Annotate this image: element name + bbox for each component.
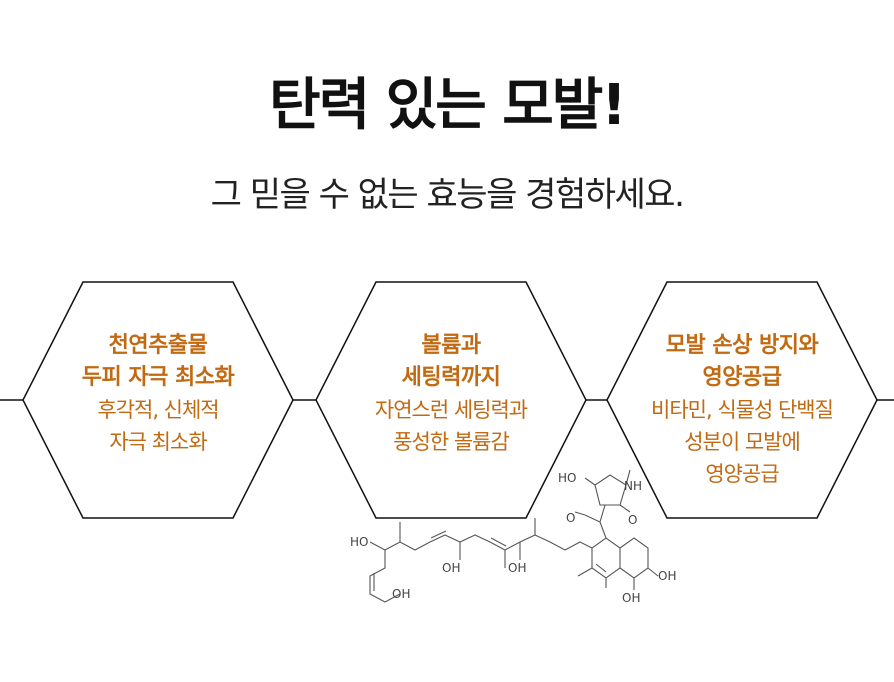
- molecule-label-ho-top: HO: [558, 471, 576, 485]
- molecule-label-oh-2: OH: [508, 561, 526, 575]
- hexagon-row: [0, 281, 894, 519]
- page-title: 탄력 있는 모발!: [269, 73, 627, 138]
- feature-2-heading-line-1: 볼륨과: [421, 333, 481, 358]
- molecule-label-nh: NH: [624, 479, 642, 493]
- feature-1: 천연추출물 두피 자극 최소화 후각적, 신체적 자극 최소화: [38, 330, 278, 458]
- feature-2-body-line-1: 자연스런 세팅력과: [374, 398, 528, 422]
- feature-3-heading-line-2: 영양공급: [702, 365, 782, 390]
- molecule-label-oh-4: OH: [622, 591, 640, 605]
- molecule-label-o-left: O: [566, 511, 575, 525]
- feature-3-body-line-1: 비타민, 식물성 단백질: [651, 398, 834, 422]
- molecule-label-oh-1: OH: [442, 561, 460, 575]
- feature-2: 볼륨과 세팅력까지 자연스런 세팅력과 풍성한 볼륨감: [331, 330, 571, 458]
- molecule-illustration: HO NH O O HO OH OH OH OH OH: [350, 469, 676, 605]
- feature-1-heading-line-1: 천연추출물: [108, 333, 208, 358]
- feature-3-heading-line-1: 모발 손상 방지와: [665, 333, 819, 358]
- molecule-label-oh-3: OH: [658, 569, 676, 583]
- molecule-bonds: [369, 469, 659, 603]
- feature-2-heading-line-2: 세팅력까지: [401, 365, 501, 390]
- feature-1-heading-line-2: 두피 자극 최소화: [81, 365, 235, 390]
- molecule-label-ho-left: HO: [350, 535, 368, 549]
- feature-3: 모발 손상 방지와 영양공급 비타민, 식물성 단백질 성분이 모발에 영양공급: [622, 330, 862, 490]
- molecule-label-oh-5: OH: [392, 587, 410, 601]
- page-subtitle: 그 믿을 수 없는 효능을 경험하세요.: [210, 175, 685, 215]
- feature-2-body-line-2: 풍성한 볼륨감: [393, 430, 510, 454]
- feature-1-body-line-1: 후각적, 신체적: [97, 398, 219, 422]
- feature-3-body-line-2: 성분이 모발에: [684, 430, 801, 454]
- molecule-label-o-right: O: [628, 513, 637, 527]
- feature-1-body-line-2: 자극 최소화: [109, 430, 207, 454]
- feature-3-body-line-3: 영양공급: [705, 462, 779, 486]
